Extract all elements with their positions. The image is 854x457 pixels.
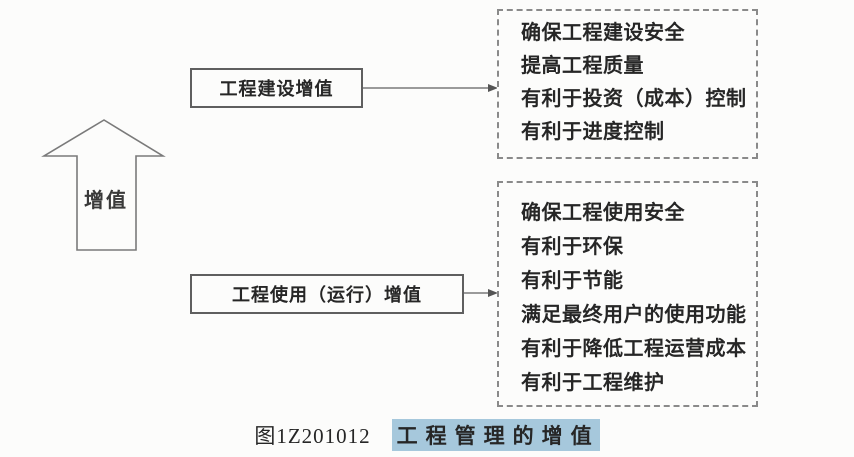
figure-number: 图1Z201012 [254, 424, 371, 448]
construction-outcomes-box: 确保工程建设安全 提高工程质量 有利于投资（成本）控制 有利于进度控制 [497, 9, 758, 159]
list-item: 确保工程使用安全 [521, 202, 685, 224]
value-added-arrow-label: 增值 [84, 190, 128, 212]
node-operation-value: 工程使用（运行）增值 [190, 274, 464, 314]
figure-caption: 图1Z201012 工程管理的增值 [0, 419, 854, 451]
list-item: 有利于进度控制 [521, 121, 665, 143]
construction-outcomes-list: 确保工程建设安全 提高工程质量 有利于投资（成本）控制 有利于进度控制 [521, 17, 756, 149]
figure-title-highlighted: 工程管理的增值 [391, 419, 600, 451]
connector-construction-arrowhead [488, 84, 498, 92]
list-item: 有利于降低工程运营成本 [521, 338, 747, 360]
list-item: 有利于节能 [521, 270, 624, 292]
list-item: 有利于环保 [521, 236, 624, 258]
connector-operation-arrowhead [488, 289, 498, 297]
operation-outcomes-box: 确保工程使用安全 有利于环保 有利于节能 满足最终用户的使用功能 有利于降低工程… [497, 181, 758, 407]
node-construction-value-label: 工程建设增值 [219, 79, 334, 99]
value-added-up-arrow-shape [41, 119, 166, 251]
list-item: 满足最终用户的使用功能 [521, 304, 747, 326]
list-item: 确保工程建设安全 [521, 22, 685, 44]
list-item: 有利于投资（成本）控制 [521, 88, 747, 110]
node-construction-value: 工程建设增值 [190, 68, 363, 108]
list-item: 有利于工程维护 [521, 372, 665, 394]
node-operation-value-label: 工程使用（运行）增值 [232, 285, 422, 305]
operation-outcomes-list: 确保工程使用安全 有利于环保 有利于节能 满足最终用户的使用功能 有利于降低工程… [521, 196, 756, 400]
list-item: 提高工程质量 [521, 55, 644, 77]
